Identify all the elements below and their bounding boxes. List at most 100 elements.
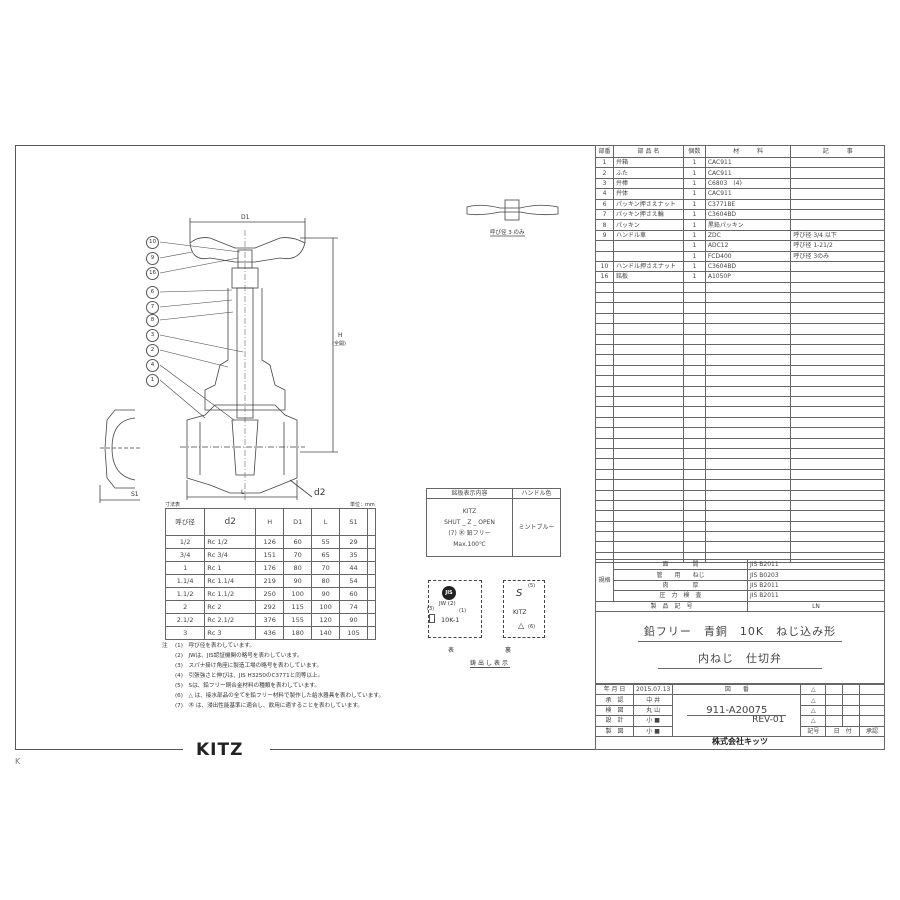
parts-empty-cell — [682, 541, 706, 553]
parts-empty-row — [595, 354, 885, 366]
parts-empty-cell — [595, 323, 614, 335]
parts-cell-note — [790, 208, 885, 221]
ref1: (1) — [459, 608, 467, 614]
parts-empty-row — [595, 344, 885, 356]
dimension-header-cell — [366, 508, 377, 536]
dimension-cell: 74 — [339, 600, 368, 614]
dimension-cell: 80 — [311, 574, 341, 588]
cast-marking-title: 鋳出し表示 — [470, 660, 511, 668]
parts-empty-cell — [595, 510, 614, 522]
part-balloon: 6 — [146, 286, 159, 299]
frame-bottom-right — [270, 749, 885, 750]
ref3: (3) — [427, 606, 435, 612]
standard-value: JIS B0203 — [747, 569, 885, 581]
note-item: (7) ㊍ は、浸出性能基準に適合し、飲用に適することを表わしています。 — [175, 703, 363, 709]
parts-empty-cell — [704, 395, 792, 408]
parts-empty-cell — [595, 333, 614, 346]
revision-cell — [842, 694, 861, 706]
nameplate-brand: KITZ — [462, 507, 477, 515]
back-label: 裏 — [505, 647, 512, 654]
parts-empty-cell — [612, 499, 684, 512]
jw-mark: JW (2) — [439, 601, 456, 607]
part-balloon: 4 — [146, 359, 159, 372]
parts-empty-cell — [790, 499, 885, 512]
dim-d2-label: d2 — [314, 488, 326, 498]
dimension-cell — [366, 561, 377, 575]
dimension-cell: 65 — [311, 548, 341, 562]
dim-s1-label: S1 — [131, 491, 139, 498]
parts-empty-cell — [790, 323, 885, 335]
ref6: (6) — [528, 624, 536, 630]
dimension-cell: 105 — [339, 626, 368, 640]
parts-cell-material: CAC911 — [704, 167, 792, 179]
parts-empty-cell — [790, 395, 885, 408]
parts-cell-qty: 1 — [682, 229, 706, 242]
parts-empty-cell — [595, 406, 614, 418]
dimension-cell — [366, 574, 377, 588]
parts-cell-material: A1050P — [704, 271, 792, 283]
dimension-cell: 29 — [339, 535, 368, 549]
parts-empty-cell — [612, 354, 684, 366]
parts-cell-qty: 1 — [682, 250, 706, 262]
note-item: (3) スパナ掛け角座に製造工場の略号を表わしています。 — [175, 663, 323, 669]
valve-drawing — [99, 199, 559, 503]
parts-cell-no: 4 — [595, 188, 614, 200]
dimension-header-cell: D1 — [283, 508, 313, 536]
parts-empty-cell — [704, 292, 792, 304]
dimension-cell: 155 — [283, 613, 313, 627]
parts-empty-cell — [612, 489, 684, 501]
dimension-header-cell: 呼び径 — [164, 508, 206, 536]
parts-cell-material: CAC911 — [704, 156, 792, 169]
parts-empty-cell — [595, 520, 614, 533]
revision-cell — [842, 715, 861, 727]
standards-group-label: 規格 — [595, 559, 614, 602]
shut-label: SHUT — [444, 518, 461, 526]
parts-cell-qty: 1 — [682, 271, 706, 283]
z-mark: Z — [467, 518, 472, 526]
parts-empty-cell — [595, 479, 614, 491]
dimension-cell: 44 — [339, 561, 368, 575]
part-balloon: 1 — [146, 374, 159, 387]
note-item: (2) JWは、JIS認証機関の略号を表わしています。 — [175, 653, 303, 659]
dimension-cell: 151 — [255, 548, 285, 562]
parts-empty-cell — [704, 354, 792, 366]
parts-cell-no: 2 — [595, 167, 614, 179]
parts-header-cell: 部番 — [595, 145, 614, 158]
dimension-cell: Rc 1.1/4 — [204, 574, 257, 588]
dimension-cell: 90 — [283, 574, 313, 588]
parts-empty-cell — [612, 281, 684, 294]
dimension-cell: 54 — [339, 574, 368, 588]
dim-h-note: (全開) — [332, 341, 346, 347]
parts-cell-no: 9 — [595, 229, 614, 242]
parts-empty-cell — [595, 416, 614, 429]
parts-empty-cell — [790, 375, 885, 387]
parts-cell-material: C3604BD — [704, 208, 792, 221]
dimension-cell: 292 — [255, 600, 285, 614]
parts-empty-cell — [682, 333, 706, 346]
ref5: (5) — [528, 583, 536, 589]
parts-empty-cell — [682, 344, 706, 356]
parts-empty-row — [595, 323, 885, 335]
parts-empty-row — [595, 458, 885, 470]
revision-cell — [825, 683, 844, 696]
dimension-cell: 376 — [255, 613, 285, 627]
parts-empty-cell — [704, 385, 792, 398]
parts-cell-note — [790, 260, 885, 273]
parts-cell-note: 呼び径 3/4 以下 — [790, 229, 885, 242]
revision-cell — [825, 715, 844, 727]
parts-empty-cell — [595, 531, 614, 543]
dimension-cell: 100 — [283, 587, 313, 601]
parts-empty-cell — [595, 364, 614, 377]
part-balloon: 2 — [146, 344, 159, 357]
parts-empty-row — [595, 312, 885, 325]
parts-cell-name — [612, 240, 684, 252]
parts-cell-name: ふた — [612, 167, 684, 179]
